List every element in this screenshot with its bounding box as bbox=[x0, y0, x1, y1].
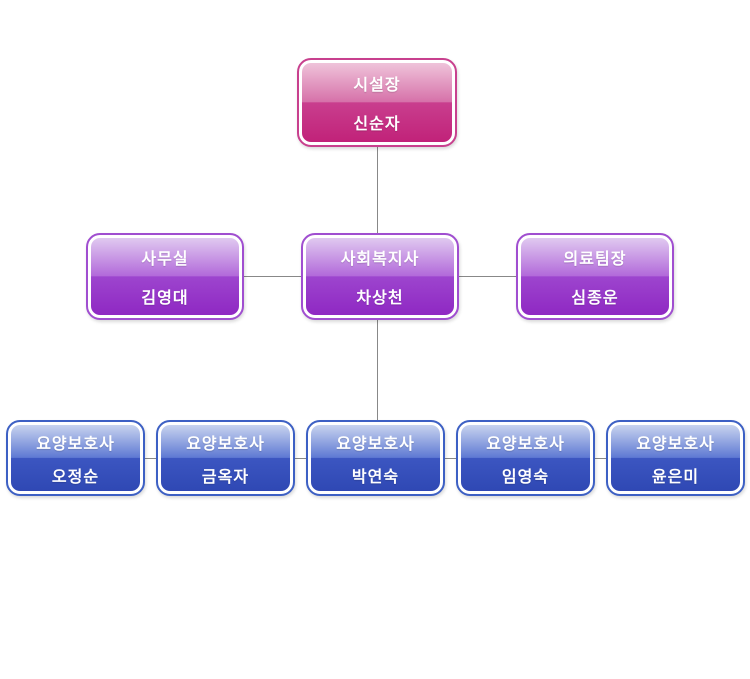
org-node-caregiver-2: 요양보호사 금옥자 bbox=[156, 420, 295, 496]
org-node-caregiver-1: 요양보호사 오정순 bbox=[6, 420, 145, 496]
org-node-title: 요양보호사 bbox=[186, 435, 265, 453]
org-node-body: 요양보호사 오정순 bbox=[11, 425, 140, 491]
org-node-person-name: 신순자 bbox=[353, 116, 401, 134]
org-node-title: 의료팀장 bbox=[563, 251, 627, 269]
org-node-body: 요양보호사 금옥자 bbox=[161, 425, 290, 491]
org-node-person-name: 임영숙 bbox=[501, 468, 550, 486]
connector-root-to-middle bbox=[377, 147, 378, 233]
org-node-person-name: 차상천 bbox=[356, 289, 404, 307]
connector-bottom-3-4 bbox=[445, 458, 456, 459]
org-node-title: 사무실 bbox=[141, 251, 189, 269]
org-node-title: 요양보호사 bbox=[486, 435, 565, 453]
org-node-title: 요양보호사 bbox=[336, 435, 415, 453]
connector-bottom-1-2 bbox=[145, 458, 156, 459]
org-node-title: 사회복지사 bbox=[340, 251, 420, 269]
org-node-facility-director: 시설장 신순자 bbox=[297, 58, 457, 147]
connector-middle-right bbox=[459, 276, 516, 277]
org-node-person-name: 박연숙 bbox=[351, 468, 400, 486]
connector-middle-left bbox=[244, 276, 301, 277]
org-node-body: 사회복지사 차상천 bbox=[306, 238, 454, 315]
org-node-caregiver-5: 요양보호사 윤은미 bbox=[606, 420, 745, 496]
org-node-caregiver-3: 요양보호사 박연숙 bbox=[306, 420, 445, 496]
org-node-body: 요양보호사 박연숙 bbox=[311, 425, 440, 491]
org-node-body: 시설장 신순자 bbox=[302, 63, 452, 142]
org-node-person-name: 윤은미 bbox=[651, 468, 700, 486]
org-node-title: 시설장 bbox=[353, 76, 401, 94]
connector-bottom-4-5 bbox=[595, 458, 606, 459]
org-node-office: 사무실 김영대 bbox=[86, 233, 244, 320]
org-node-medical-team-leader: 의료팀장 심종운 bbox=[516, 233, 674, 320]
org-node-title: 요양보호사 bbox=[36, 435, 115, 453]
org-node-body: 사무실 김영대 bbox=[91, 238, 239, 315]
org-node-person-name: 심종운 bbox=[571, 289, 619, 307]
org-node-person-name: 김영대 bbox=[141, 289, 189, 307]
org-node-person-name: 금옥자 bbox=[201, 468, 250, 486]
org-node-body: 요양보호사 윤은미 bbox=[611, 425, 740, 491]
org-node-body: 요양보호사 임영숙 bbox=[461, 425, 590, 491]
org-node-person-name: 오정순 bbox=[51, 468, 100, 486]
org-node-body: 의료팀장 심종운 bbox=[521, 238, 669, 315]
connector-bottom-2-3 bbox=[295, 458, 306, 459]
org-node-caregiver-4: 요양보호사 임영숙 bbox=[456, 420, 595, 496]
org-node-title: 요양보호사 bbox=[636, 435, 715, 453]
org-node-social-worker: 사회복지사 차상천 bbox=[301, 233, 459, 320]
connector-middle-to-bottom bbox=[377, 320, 378, 420]
